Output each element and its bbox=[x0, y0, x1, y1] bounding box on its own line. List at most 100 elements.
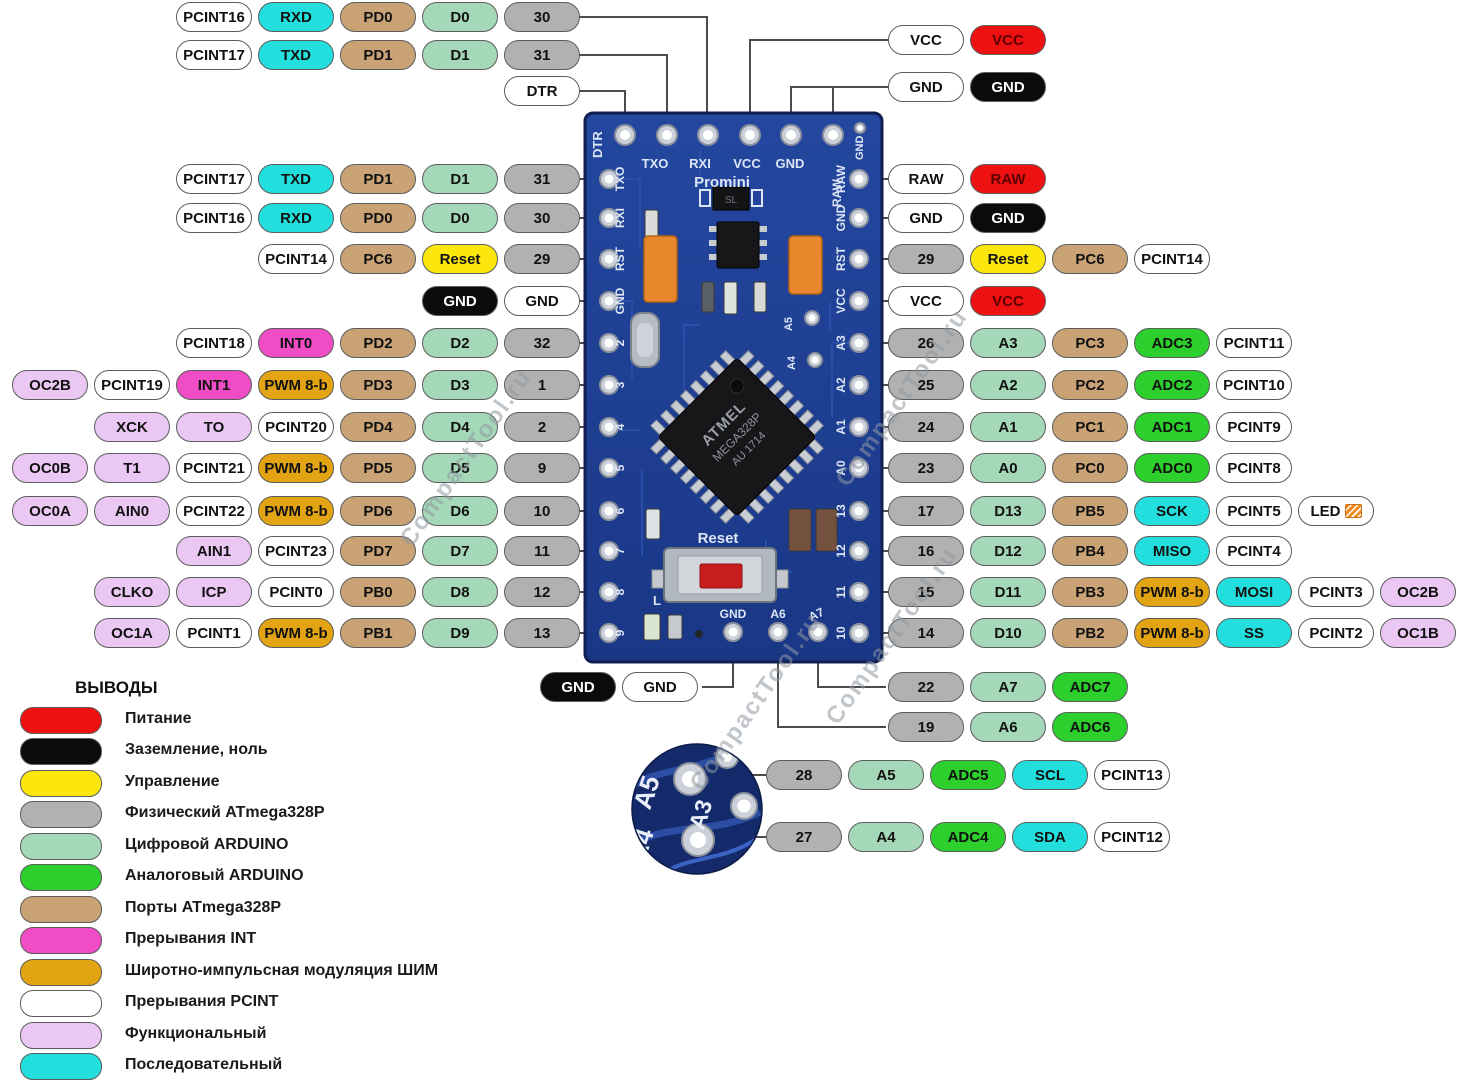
pin-pill: A6 bbox=[970, 712, 1046, 742]
pin-pill: ADC5 bbox=[930, 760, 1006, 790]
pin-pill: PD1 bbox=[340, 164, 416, 194]
pin-pill: GND bbox=[888, 203, 964, 233]
silkscreen-label: 13 bbox=[834, 504, 848, 518]
pin-pill: PCINT4 bbox=[1216, 536, 1292, 566]
pin-pill-label: PC6 bbox=[1075, 250, 1105, 268]
pin-pill: PD0 bbox=[340, 2, 416, 32]
pin-pill: PCINT0 bbox=[258, 577, 334, 607]
pin-pill-label: OC1A bbox=[111, 624, 153, 642]
pin-pill: PB0 bbox=[340, 577, 416, 607]
pin-hole bbox=[849, 208, 869, 228]
pin-pill-label: XCK bbox=[116, 418, 148, 436]
pin-pill: PCINT1 bbox=[176, 618, 252, 648]
pin-pill: PWM 8-b bbox=[258, 496, 334, 526]
pin-pill-label: 30 bbox=[533, 209, 551, 227]
pin-pill: A3 bbox=[970, 328, 1046, 358]
pin-pill-label: Reset bbox=[439, 250, 481, 268]
pin-pill: XCK bbox=[94, 412, 170, 442]
pin-pill: PB4 bbox=[1052, 536, 1128, 566]
legend-swatch bbox=[20, 801, 102, 828]
pin-hole bbox=[599, 623, 619, 643]
pin-pill-label: 27 bbox=[795, 828, 813, 846]
pin-pill: SS bbox=[1216, 618, 1292, 648]
pin-pill: D1 bbox=[422, 40, 498, 70]
pin-hole bbox=[673, 762, 707, 796]
pin-hole bbox=[849, 623, 869, 643]
pin-pill-label: A0 bbox=[998, 459, 1018, 477]
pin-pill: PWM 8-b bbox=[258, 618, 334, 648]
pin-pill: 17 bbox=[888, 496, 964, 526]
legend-swatch bbox=[20, 990, 102, 1017]
pin-pill-label: D10 bbox=[994, 624, 1022, 642]
pin-pill: D5 bbox=[422, 453, 498, 483]
pin-pill-label: 14 bbox=[917, 624, 935, 642]
smd-component bbox=[667, 614, 683, 640]
pin-pill-label: TXD bbox=[281, 46, 311, 64]
pin-pill: PD6 bbox=[340, 496, 416, 526]
pin-pill: D0 bbox=[422, 203, 498, 233]
silkscreen-label: A1 bbox=[834, 419, 848, 435]
pin-pill-label: SDA bbox=[1034, 828, 1066, 846]
pin-pill-label: RAW bbox=[990, 170, 1026, 188]
pin-pill-label: D11 bbox=[994, 583, 1022, 601]
pin-pill: OC0A bbox=[12, 496, 88, 526]
smd-component bbox=[645, 508, 661, 540]
pin-pill-label: INT0 bbox=[279, 334, 313, 352]
pin-pill: PWM 8-b bbox=[258, 370, 334, 400]
pin-pill-label: PCINT23 bbox=[265, 542, 327, 560]
pin-hole bbox=[849, 582, 869, 602]
pin-pill-label: D1 bbox=[450, 170, 470, 188]
pin-pill-label: ADC1 bbox=[1151, 418, 1193, 436]
silkscreen-label: A4 bbox=[786, 355, 798, 370]
pin-pill: 25 bbox=[888, 370, 964, 400]
silkscreen-label: TXO bbox=[642, 156, 669, 171]
pin-pill: VCC bbox=[970, 25, 1046, 55]
pin-hole bbox=[849, 169, 869, 189]
pin-pill-label: GND bbox=[525, 292, 559, 310]
pin-pill-label: VCC bbox=[992, 31, 1024, 49]
legend-label: Порты ATmega328P bbox=[125, 899, 282, 916]
pin-pill-label: PWM 8-b bbox=[264, 459, 328, 477]
pin-pill: PB2 bbox=[1052, 618, 1128, 648]
pin-pill: PCINT21 bbox=[176, 453, 252, 483]
silkscreen-label: 2 bbox=[613, 339, 627, 346]
pin-pill-label: OC0A bbox=[29, 502, 71, 520]
mcu-chip: ATMEL MEGA328P AU 1714 bbox=[650, 350, 824, 524]
pin-pill-label: ADC4 bbox=[947, 828, 989, 846]
pin-pill-label: ADC0 bbox=[1151, 459, 1193, 477]
pin-pill: ADC3 bbox=[1134, 328, 1210, 358]
pin-pill-label: PB4 bbox=[1075, 542, 1105, 560]
pin-pill-label: 24 bbox=[917, 418, 935, 436]
pin-hole bbox=[599, 375, 619, 395]
pin-pill-label: 25 bbox=[917, 376, 935, 394]
pin-pill-label: PCINT4 bbox=[1227, 542, 1281, 560]
pin-pill-label: PWM 8-b bbox=[264, 502, 328, 520]
pin-pill-label: 22 bbox=[917, 678, 935, 696]
pin-pill-label: PCINT16 bbox=[183, 8, 245, 26]
pin-pill-label: PC2 bbox=[1075, 376, 1105, 394]
pin-pill-label: PCINT2 bbox=[1309, 624, 1363, 642]
silkscreen-label: 12 bbox=[834, 544, 848, 558]
pcb-components bbox=[643, 209, 838, 641]
pin-pill-label: D1 bbox=[450, 46, 470, 64]
pin-hole bbox=[849, 249, 869, 269]
pin-pill: AIN0 bbox=[94, 496, 170, 526]
pin-pill-label: PCINT5 bbox=[1227, 502, 1281, 520]
pin-pill-label: 19 bbox=[917, 718, 935, 736]
pin-pill-label: RXD bbox=[280, 209, 312, 227]
capacitor bbox=[643, 235, 678, 303]
pin-pill: GND bbox=[888, 72, 964, 102]
pin-pill-label: 11 bbox=[534, 542, 550, 560]
pin-pill-label: TO bbox=[203, 418, 225, 436]
pin-pill-label: ADC2 bbox=[1151, 376, 1193, 394]
pin-pill: D11 bbox=[970, 577, 1046, 607]
pin-pill: PWM 8-b bbox=[1134, 577, 1210, 607]
pin-pill: PD1 bbox=[340, 40, 416, 70]
silkscreen-label: 8 bbox=[613, 588, 627, 595]
pin-hole bbox=[599, 417, 619, 437]
pin-pill-label: LED bbox=[1310, 502, 1341, 520]
pin-pill: PCINT2 bbox=[1298, 618, 1374, 648]
